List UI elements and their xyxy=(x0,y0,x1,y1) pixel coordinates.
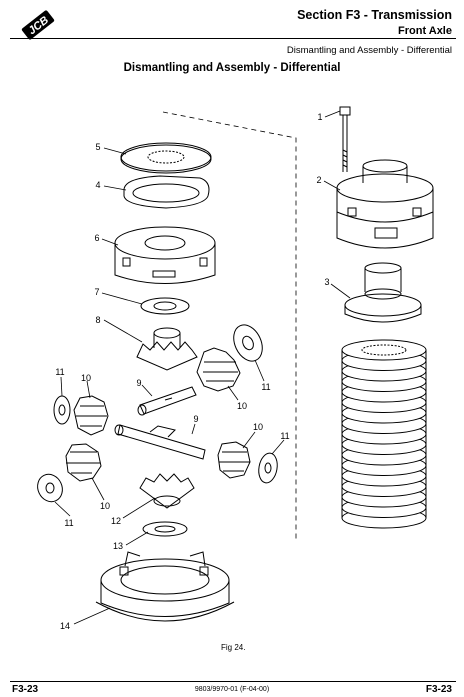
callout-11d: 11 xyxy=(64,518,73,528)
section-subtitle: Front Axle xyxy=(398,25,452,37)
callout-10b: 10 xyxy=(237,401,247,411)
header-rule xyxy=(10,38,456,39)
callout-4: 4 xyxy=(95,180,100,190)
callout-10a: 10 xyxy=(81,373,91,383)
document-reference: 9803/9970-01 (F-04-00) xyxy=(194,686,270,693)
callout-11c: 11 xyxy=(280,431,289,441)
bolt-part-1 xyxy=(339,106,351,172)
callout-9a: 9 xyxy=(136,378,141,388)
callout-9b: 9 xyxy=(193,414,198,424)
cross-shaft-part-9b xyxy=(114,424,206,460)
side-gear-part-8 xyxy=(136,327,198,371)
jcb-logo: JCB xyxy=(21,10,55,40)
thrust-washer-part-11d xyxy=(37,473,63,503)
leader-lines xyxy=(54,110,351,625)
planet-gear-part-10b xyxy=(73,395,109,436)
callout-13: 13 xyxy=(113,541,123,551)
callout-6: 6 xyxy=(94,233,99,243)
callout-11a: 11 xyxy=(55,367,64,377)
planet-gear-part-10d xyxy=(65,443,102,482)
page-number-right: F3-23 xyxy=(425,684,452,695)
thrust-plate-part-4 xyxy=(123,175,210,209)
friction-disc-part-5 xyxy=(120,142,212,174)
section-title: Section F3 - Transmission xyxy=(297,8,452,22)
side-gear-part-3 xyxy=(344,262,422,323)
clutch-plate xyxy=(341,339,427,361)
differential-case-part-2 xyxy=(336,159,434,249)
planet-gear-part-10a xyxy=(196,347,241,392)
assembly-guide-line xyxy=(162,111,297,540)
callout-10d: 10 xyxy=(100,501,110,511)
callout-14: 14 xyxy=(60,621,70,631)
callout-7: 7 xyxy=(94,287,99,297)
case-cover-part-6 xyxy=(114,226,216,284)
differential-housing-part-14 xyxy=(95,551,235,622)
page-heading: Dismantling and Assembly - Differential xyxy=(123,62,341,74)
thrust-washer-part-13 xyxy=(142,521,188,537)
callout-2: 2 xyxy=(316,175,321,185)
callout-12: 12 xyxy=(111,516,121,526)
callout-10c: 10 xyxy=(253,422,263,432)
thrust-washer-part-11a xyxy=(233,324,263,362)
figure-caption: Fig 24. xyxy=(221,643,246,652)
callout-1: 1 xyxy=(317,112,322,122)
callout-5: 5 xyxy=(95,142,100,152)
thrust-washer-part-11b xyxy=(53,395,71,425)
thrust-washer-part-7 xyxy=(140,297,190,315)
thrust-washer-part-11c xyxy=(258,452,278,484)
cross-shaft-part-9a xyxy=(137,386,197,416)
running-head: Dismantling and Assembly - Differential xyxy=(286,45,452,56)
page-number-left: F3-23 xyxy=(12,684,39,695)
callout-8: 8 xyxy=(95,315,100,325)
clutch-plate-pack xyxy=(341,339,427,529)
callout-11b: 11 xyxy=(261,382,270,392)
side-gear-part-12 xyxy=(139,473,195,509)
differential-exploded-diagram: 1 2 3 4 5 6 7 8 9 9 10 10 10 10 11 11 11… xyxy=(37,106,434,631)
footer-rule xyxy=(10,681,456,682)
callout-3: 3 xyxy=(324,277,329,287)
planet-gear-part-10c xyxy=(217,441,251,479)
